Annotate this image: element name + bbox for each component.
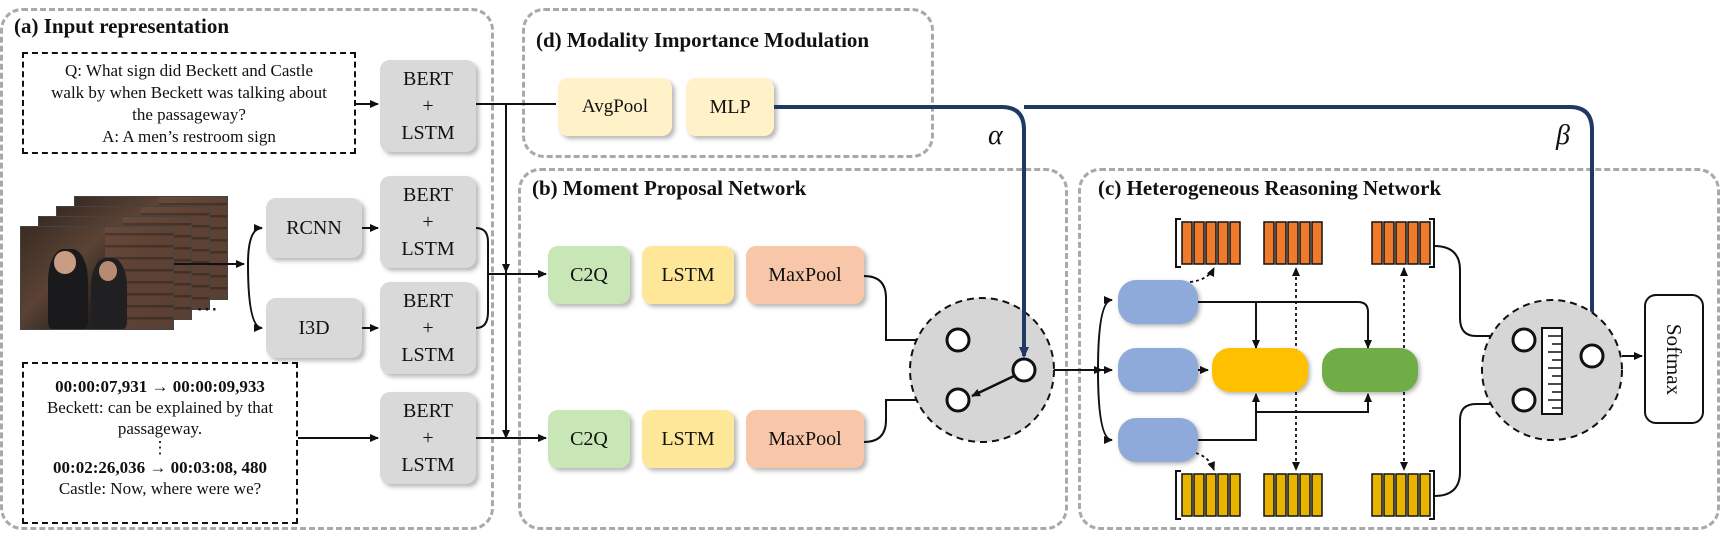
lstm-label: LSTM <box>401 121 455 144</box>
subtitle-line-3: Castle: Now, where were we? <box>58 479 262 498</box>
feature-block-gold-1 <box>1175 470 1241 520</box>
mlp-box: MLP <box>686 78 774 136</box>
softmax-box: Softmax <box>1644 294 1704 424</box>
question-answer-box: Q: What sign did Beckett and Castle walk… <box>22 52 356 154</box>
bert-lstm-subtitle-encoder: BERT + LSTM <box>380 392 476 484</box>
bert-label: BERT <box>403 67 453 90</box>
bert-lstm-rcnn-encoder: BERT + LSTM <box>380 176 476 268</box>
subtitle-line-2: passageway. <box>117 419 203 438</box>
beta-weight-label: β <box>1555 120 1570 151</box>
question-line-2: walk by when Beckett was talking about <box>51 83 327 102</box>
feature-block-orange-1 <box>1175 218 1241 268</box>
bert-label: BERT <box>403 183 453 206</box>
video-ellipsis: ⋯ <box>196 296 218 321</box>
lstm-box-bottom: LSTM <box>642 410 734 468</box>
panel-heterogeneous-reasoning <box>1078 168 1720 530</box>
feature-block-orange-2 <box>1263 221 1323 265</box>
lstm-label: LSTM <box>401 343 455 366</box>
plus-label: + <box>422 94 434 117</box>
answer-line: A: A men’s restroom sign <box>102 127 276 146</box>
subtitle-line-1: Beckett: can be explained by that <box>46 398 274 417</box>
subtitle-timestamp-1: 00:00:07,931 → 00:00:09,933 <box>55 377 265 396</box>
switch-node <box>909 297 1055 443</box>
avgpool-box: AvgPool <box>558 78 672 136</box>
maxpool-box-top: MaxPool <box>746 246 864 304</box>
input-arrows <box>174 100 947 443</box>
panel-b-title: (b) Moment Proposal Network <box>532 176 807 200</box>
feature-block-gold-3 <box>1371 470 1435 520</box>
subtitle-timestamp-2: 00:02:26,036 → 00:03:08, 480 <box>53 458 267 477</box>
plus-label: + <box>422 316 434 339</box>
panel-moment-proposal <box>518 168 1068 530</box>
feature-block-orange-3 <box>1371 218 1435 268</box>
bert-label: BERT <box>403 289 453 312</box>
maxpool-box-bottom: MaxPool <box>746 410 864 468</box>
modulation-arrows <box>774 105 1597 358</box>
panel-d-title: (d) Modality Importance Modulation <box>536 28 870 52</box>
panel-a-title: (a) Input representation <box>14 14 230 38</box>
plus-label: + <box>422 426 434 449</box>
subtitle-ellipsis: ⋮ <box>151 438 169 457</box>
node-blue-bottom <box>1118 418 1198 462</box>
panel-input-representation <box>0 8 494 530</box>
bert-lstm-question-encoder: BERT + LSTM <box>380 60 476 152</box>
feature-blocks <box>1175 218 1435 520</box>
subtitle-box: 00:00:07,931 → 00:00:09,933 Beckett: can… <box>22 362 298 524</box>
node-blue-top <box>1118 280 1198 324</box>
c2q-box-bottom: C2Q <box>548 410 630 468</box>
panel-c-title: (c) Heterogeneous Reasoning Network <box>1098 176 1442 200</box>
i3d-box: I3D <box>266 298 362 358</box>
fusion-node <box>1481 299 1623 441</box>
question-line-1: Q: What sign did Beckett and Castle <box>64 61 314 80</box>
lstm-label: LSTM <box>401 453 455 476</box>
reasoning-graph <box>1097 245 1643 497</box>
node-gold <box>1212 348 1308 392</box>
rcnn-box: RCNN <box>266 198 362 258</box>
alpha-weight-label: α <box>988 120 1004 151</box>
lstm-box-top: LSTM <box>642 246 734 304</box>
bert-lstm-i3d-encoder: BERT + LSTM <box>380 282 476 374</box>
node-blue-middle <box>1118 348 1198 392</box>
plus-label: + <box>422 210 434 233</box>
video-frame-front <box>20 226 174 330</box>
c2q-box-top: C2Q <box>548 246 630 304</box>
feature-block-gold-2 <box>1263 473 1323 517</box>
lstm-label: LSTM <box>401 237 455 260</box>
bert-label: BERT <box>403 399 453 422</box>
question-line-3: the passageway? <box>132 105 246 124</box>
node-green <box>1322 348 1418 392</box>
reasoning-nodes <box>1118 280 1418 462</box>
panel-modality-importance <box>522 8 934 158</box>
